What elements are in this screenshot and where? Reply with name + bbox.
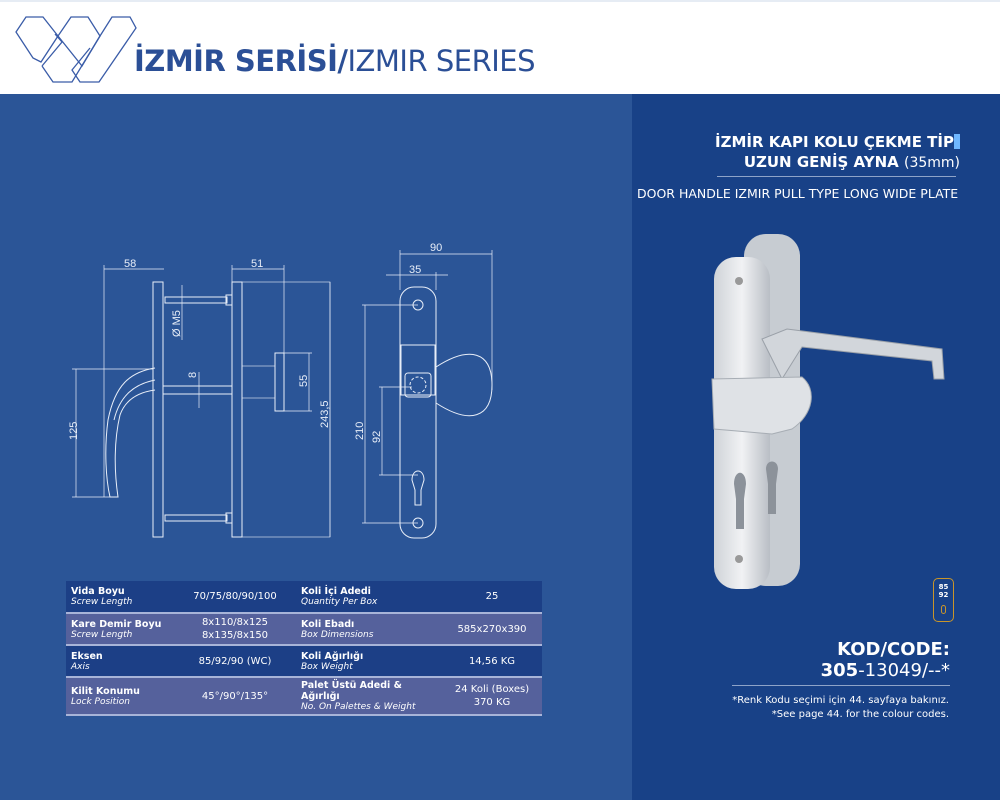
dim-8: 8 [187, 372, 199, 378]
product-title: İZMİR KAPI KOLU ÇEKME TİP UZUN GENİŞ AYN… [715, 132, 960, 173]
dim-m5: Ø M5 [171, 310, 183, 337]
dim-210: 210 [354, 422, 366, 440]
code-number: -13049/--* [858, 660, 950, 681]
badge-axis-85: 85 [938, 583, 949, 591]
spec-label: Koli Ağırlığı [301, 650, 364, 662]
divider [717, 176, 956, 177]
text-cursor [954, 134, 960, 149]
spec-value: 585x270x390 [457, 623, 527, 635]
dim-92: 92 [371, 431, 383, 443]
product-title-line1: İZMİR KAPI KOLU ÇEKME TİP [715, 133, 954, 151]
spec-label: Eksen [71, 650, 103, 662]
spec-value: 8x135/8x150 [201, 630, 269, 641]
page-header: İZMİR SERİSİ/IZMIR SERIES [0, 0, 1000, 94]
note-english: *See page 44. for the colour codes. [771, 709, 949, 720]
note-turkish: *Renk Kodu seçimi için 44. sayfaya bakın… [732, 695, 949, 706]
technical-drawing: 58 51 90 35 Ø M5 8 55 243,5 125 210 92 [68, 242, 493, 539]
dim-243-5: 243,5 [319, 400, 331, 428]
spec-label-en: Screw Length [71, 597, 133, 607]
spec-value: 8x110/8x125 [201, 617, 269, 628]
product-photo [711, 234, 945, 589]
spec-label: Kare Demir Boyu [71, 618, 162, 630]
spec-value: 70/75/80/90/100 [193, 591, 277, 602]
spec-value: 24 Koli (Boxes) [454, 684, 530, 695]
brand-logo [15, 16, 137, 83]
dim-58: 58 [124, 258, 136, 270]
dim-90: 90 [430, 242, 442, 254]
keyhole-icon [941, 605, 946, 614]
code-prefix: 305 [820, 660, 859, 681]
spec-value: 45°/90°/135° [201, 690, 269, 702]
dim-55: 55 [298, 375, 310, 387]
page-title: İZMİR SERİSİ/IZMIR SERIES [134, 44, 536, 78]
spec-value: 85/92/90 (WC) [198, 655, 272, 667]
spec-label-en: Box Weight [301, 661, 353, 672]
badge-axis-92: 92 [938, 591, 949, 599]
spec-label-en: Screw Length [71, 629, 133, 640]
spec-label-en: Lock Position [71, 696, 130, 707]
product-title-size: (35mm) [903, 155, 960, 171]
title-english: IZMIR SERIES [347, 44, 536, 78]
spec-label: Vida Boyu [71, 586, 125, 597]
dim-35: 35 [409, 264, 421, 276]
product-title-line2: UZUN GENİŞ AYNA [743, 153, 899, 171]
dim-51: 51 [251, 258, 263, 270]
product-panel: İZMİR KAPI KOLU ÇEKME TİP UZUN GENİŞ AYN… [632, 94, 1000, 800]
product-subtitle: DOOR HANDLE IZMIR PULL TYPE LONG WIDE PL… [637, 186, 959, 201]
spec-label-en: Axis [71, 661, 90, 672]
code-label: KOD/CODE: [837, 639, 950, 660]
divider [732, 685, 950, 686]
spec-label: Koli İçi Adedi [301, 586, 371, 597]
spec-label: Koli Ebadı [301, 618, 355, 630]
colour-notes: *Renk Kodu seçimi için 44. sayfaya bakın… [732, 694, 949, 722]
spec-value: 25 [485, 591, 499, 602]
spec-value: 14,56 KG [468, 655, 516, 667]
spec-label: Kilit Konumu [71, 685, 140, 697]
spec-label-en: Box Dimensions [301, 629, 374, 640]
title-turkish: İZMİR SERİSİ/ [134, 44, 348, 78]
spec-value: 370 KG [473, 697, 511, 708]
product-code: KOD/CODE: 305-13049/--* [821, 639, 950, 681]
spec-label-en: Quantity Per Box [301, 597, 378, 607]
spec-label: Palet Üstü Adedi & Ağırlığı [301, 680, 402, 702]
dim-125: 125 [68, 422, 80, 440]
spec-label-en: No. On Palettes & Weight [301, 702, 416, 712]
